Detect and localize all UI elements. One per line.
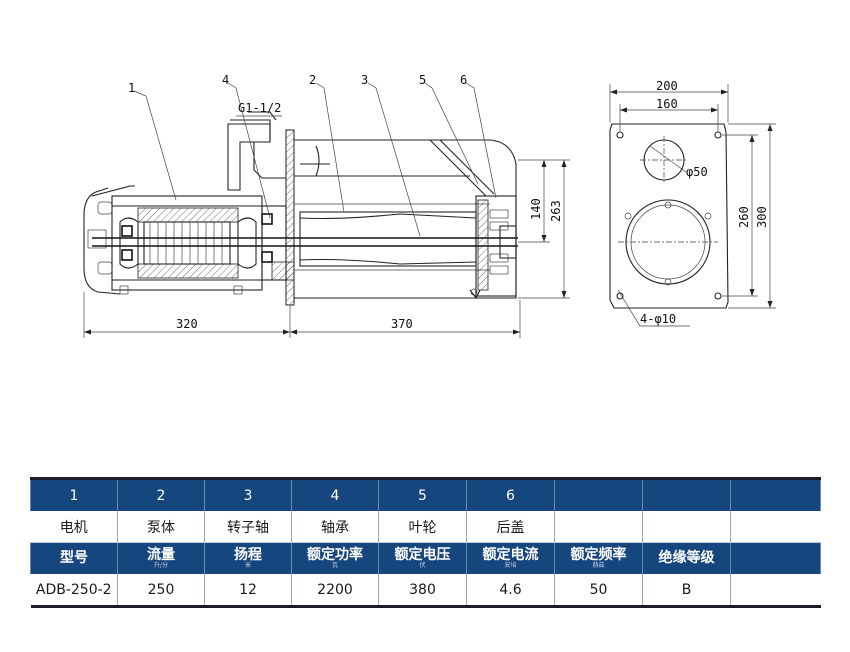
- spec-value-voltage: 380: [378, 574, 467, 607]
- spec-table: 1 2 3 4 5 6 电机 泵体 转子轴 轴承 叶轮 后盖 型号 流量升/分 …: [30, 477, 821, 608]
- dim-263: 263: [549, 200, 563, 222]
- bearing-top: [261, 213, 273, 225]
- spec-header-label: 绝缘等级: [658, 550, 715, 567]
- dim-370: 370: [391, 317, 413, 331]
- dim-260: 260: [737, 206, 751, 228]
- thread-label: G1-1/2: [238, 101, 281, 115]
- spec-header-label: 扬程: [234, 546, 262, 563]
- part-num-cell: 5: [378, 478, 467, 511]
- row-part-names: 电机 泵体 转子轴 轴承 叶轮 后盖: [30, 511, 821, 543]
- spec-header-cell: 额定功率瓦: [291, 542, 379, 574]
- spec-header-cell: 绝缘等级: [642, 542, 731, 574]
- part-num-cell: [730, 478, 821, 511]
- spec-header-unit: 伏: [419, 562, 426, 570]
- part-number-5: 5: [419, 73, 426, 87]
- part-number-2: 2: [309, 73, 316, 87]
- dim-140: 140: [529, 198, 543, 220]
- spec-header-cell: 型号: [30, 542, 118, 574]
- length-dimensions: 320 370: [83, 292, 521, 338]
- row-part-numbers: 1 2 3 4 5 6: [30, 478, 821, 511]
- bearing-bottom: [261, 251, 273, 263]
- spec-header-label: 额定电流: [482, 546, 539, 563]
- spec-header-unit: 赫兹: [592, 562, 605, 570]
- dim-holes: 4-φ10: [640, 312, 676, 326]
- spec-header-label: 额定电压: [394, 546, 451, 563]
- dim-320: 320: [176, 317, 198, 331]
- impeller: [477, 199, 489, 291]
- stator-bottom: [137, 263, 239, 279]
- spec-header-cell: 额定频率赫兹: [554, 542, 643, 574]
- part-name-cell: [642, 511, 731, 543]
- part-num-cell: 1: [30, 478, 118, 511]
- spec-value-insulation: B: [642, 574, 731, 607]
- part-number-6: 6: [460, 73, 467, 87]
- spec-value-current: 4.6: [466, 574, 555, 607]
- spec-header-cell: [730, 542, 821, 574]
- dim-200: 200: [656, 79, 678, 93]
- spec-value-flow: 250: [117, 574, 205, 607]
- spec-header-cell: 流量升/分: [117, 542, 205, 574]
- spec-header-cell: 额定电流安培: [466, 542, 555, 574]
- part-num-cell: 6: [466, 478, 555, 511]
- part-name-cell: 电机: [30, 511, 118, 543]
- spec-header-unit: 升/分: [153, 562, 169, 570]
- part-num-cell: [642, 478, 731, 511]
- part-num-cell: [554, 478, 643, 511]
- dim-hole-50: φ50: [686, 165, 708, 179]
- spec-header-cell: 额定电压伏: [378, 542, 467, 574]
- part-number-1: 1: [128, 81, 135, 95]
- spec-header-label: 额定功率: [307, 546, 363, 563]
- spec-value-power: 2200: [291, 574, 379, 607]
- part-name-cell: 后盖: [466, 511, 555, 543]
- part-num-cell: 3: [204, 478, 292, 511]
- dim-160: 160: [656, 97, 678, 111]
- spec-value-empty: [730, 574, 821, 607]
- spec-header-label: 流量: [147, 546, 175, 563]
- part-name-cell: 泵体: [117, 511, 205, 543]
- spec-header-unit: 安培: [504, 562, 517, 570]
- pump-technical-drawing: 1 4 2 3 5 6 G1-1/2 320 370 140 263: [83, 73, 776, 338]
- part-name-cell: 轴承: [291, 511, 379, 543]
- part-num-cell: 2: [117, 478, 205, 511]
- stator-top: [137, 207, 239, 223]
- dim-300: 300: [755, 206, 769, 228]
- part-name-cell: 叶轮: [378, 511, 467, 543]
- part-leaders: [133, 82, 497, 237]
- row-spec-headers: 型号 流量升/分 扬程米 额定功率瓦 额定电压伏 额定电流安培 额定频率赫兹 绝…: [30, 542, 821, 574]
- pump-body: [294, 139, 517, 299]
- part-name-cell: [730, 511, 821, 543]
- spec-header-unit: 米: [244, 562, 251, 570]
- part-number-4: 4: [222, 73, 229, 87]
- height-dimensions: 140 263: [518, 159, 570, 299]
- fan-cover: [83, 187, 121, 295]
- spec-value-head: 12: [204, 574, 292, 607]
- spec-value-model: ADB-250-2: [30, 574, 118, 607]
- part-name-cell: [554, 511, 643, 543]
- spec-header-cell: 扬程米: [204, 542, 292, 574]
- end-plate: [609, 123, 729, 309]
- part-number-3: 3: [361, 73, 368, 87]
- front-view: φ50 200 160 260 300 4-φ10: [609, 79, 776, 327]
- discharge-outlet: [227, 123, 271, 191]
- spec-header-unit: 瓦: [331, 562, 338, 570]
- part-num-cell: 4: [291, 478, 379, 511]
- row-spec-values: ADB-250-2 250 12 2200 380 4.6 50 B: [30, 574, 821, 607]
- part-name-cell: 转子轴: [204, 511, 292, 543]
- side-view: 1 4 2 3 5 6 G1-1/2 320 370 140 263: [83, 73, 570, 338]
- spec-value-frequency: 50: [554, 574, 643, 607]
- spec-header-label: 型号: [60, 550, 88, 567]
- spec-header-label: 额定频率: [570, 546, 627, 563]
